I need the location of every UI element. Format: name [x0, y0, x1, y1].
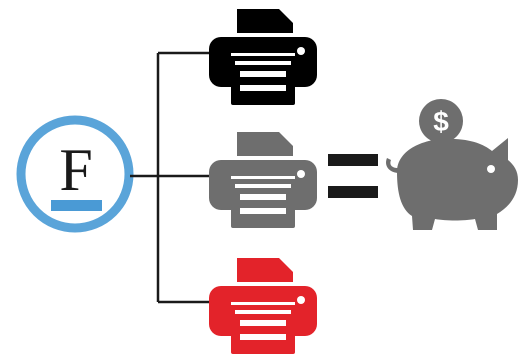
- printer-gray-icon: [209, 132, 317, 228]
- coin-icon: [419, 99, 463, 143]
- piggy-bank-icon: $: [386, 99, 518, 230]
- piggy-eye: [487, 165, 495, 173]
- piggy-tail: [386, 158, 398, 173]
- printer-black-icon: [209, 9, 317, 105]
- logo-bar: [51, 200, 102, 211]
- coin-symbol: $: [433, 106, 449, 137]
- equals-icon: [328, 154, 378, 198]
- printer-red-icon: [209, 258, 317, 354]
- piggy-body: [397, 138, 518, 230]
- logo-f-icon: F: [16, 115, 134, 233]
- logo-letter: F: [59, 137, 92, 203]
- tree-connector: [130, 51, 210, 304]
